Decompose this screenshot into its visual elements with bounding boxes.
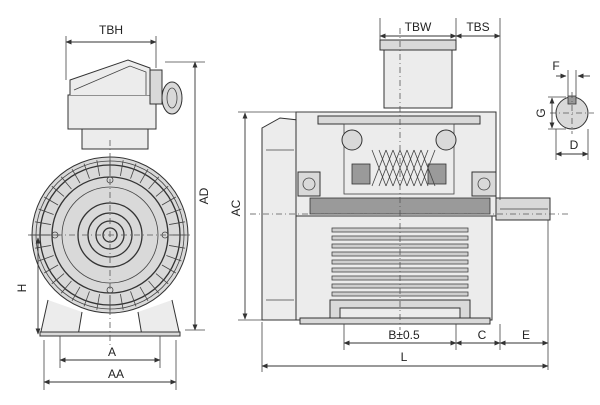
lower-body bbox=[295, 215, 493, 325]
side-view: TBW TBS AC B±0.5 C bbox=[229, 18, 570, 372]
stator-hatch bbox=[413, 149, 429, 187]
label-ad: AD bbox=[197, 187, 211, 204]
stator-hatch bbox=[385, 149, 401, 187]
label-c: C bbox=[478, 328, 487, 342]
label-ac: AC bbox=[229, 199, 243, 216]
cooling-fin bbox=[120, 294, 124, 310]
stator-hatch bbox=[420, 149, 436, 187]
stator-hatch bbox=[371, 149, 387, 187]
dim-f: F bbox=[552, 59, 590, 96]
cooling-fin bbox=[96, 294, 100, 310]
cooling-fin bbox=[35, 221, 51, 225]
stator-hatch bbox=[378, 149, 394, 187]
cooling-fin bbox=[60, 176, 72, 190]
dim-ad: AD bbox=[165, 61, 211, 331]
cooling-fin bbox=[161, 264, 177, 274]
label-g: G bbox=[534, 108, 548, 117]
terminal-box bbox=[67, 59, 183, 150]
label-d: D bbox=[570, 138, 579, 152]
dim-c: C bbox=[455, 324, 501, 350]
dim-d: D bbox=[555, 129, 589, 160]
fan-cover bbox=[261, 117, 299, 321]
dim-b: B±0.5 bbox=[343, 324, 457, 350]
label-aa: AA bbox=[108, 367, 124, 381]
stator-hatch bbox=[406, 149, 422, 187]
dim-tbw: TBW bbox=[379, 18, 457, 40]
upper-cutaway bbox=[295, 111, 497, 217]
label-tbw: TBW bbox=[405, 20, 432, 34]
cooling-fin bbox=[148, 280, 160, 294]
cooling-fin bbox=[161, 196, 177, 206]
stator-hatch bbox=[399, 149, 415, 187]
dim-aa: AA bbox=[43, 340, 177, 390]
cooling-fin bbox=[166, 208, 182, 215]
side-terminal-box bbox=[379, 39, 457, 109]
dim-e: E bbox=[499, 220, 549, 370]
cooling-fin bbox=[96, 160, 100, 176]
shaft bbox=[495, 197, 551, 221]
cooling-fin bbox=[43, 196, 59, 206]
cooling-fin bbox=[155, 185, 169, 197]
cooling-fin bbox=[43, 264, 59, 274]
dim-g: G bbox=[534, 96, 566, 130]
cooling-fin bbox=[139, 286, 149, 302]
cooling-fin bbox=[130, 163, 137, 179]
dim-l: L bbox=[261, 322, 549, 372]
dim-tbs: TBS bbox=[455, 18, 501, 200]
cooling-fin bbox=[71, 286, 81, 302]
cooling-fin bbox=[120, 160, 124, 176]
cooling-fin bbox=[51, 185, 65, 197]
label-h: H bbox=[15, 284, 29, 293]
front-feet bbox=[39, 299, 181, 337]
cooling-fin bbox=[169, 245, 185, 249]
label-b: B±0.5 bbox=[388, 328, 420, 342]
cooling-fin bbox=[166, 255, 182, 262]
cooling-fin bbox=[139, 168, 149, 184]
dim-h: H bbox=[15, 234, 60, 335]
cooling-fin bbox=[38, 255, 54, 262]
cooling-fin bbox=[71, 168, 81, 184]
cooling-fin bbox=[60, 280, 72, 294]
dim-tbh: TBH bbox=[65, 23, 157, 80]
dim-a: A bbox=[59, 336, 161, 368]
label-tbs: TBS bbox=[466, 20, 489, 34]
cooling-fin bbox=[130, 291, 137, 307]
label-a: A bbox=[108, 345, 116, 359]
cooling-fin bbox=[83, 291, 90, 307]
front-view: TBH AD H A AA bbox=[15, 23, 211, 390]
dim-ac: AC bbox=[229, 111, 320, 321]
cooling-fin bbox=[169, 221, 185, 225]
shaft-section: F G D bbox=[534, 59, 594, 160]
cooling-fin bbox=[83, 163, 90, 179]
cooling-fin bbox=[155, 273, 169, 285]
cooling-fin bbox=[38, 208, 54, 215]
cooling-fin bbox=[148, 176, 160, 190]
cooling-fin bbox=[51, 273, 65, 285]
label-e: E bbox=[522, 328, 530, 342]
label-f: F bbox=[552, 59, 559, 73]
label-tbh: TBH bbox=[99, 23, 123, 37]
label-l: L bbox=[401, 350, 408, 364]
